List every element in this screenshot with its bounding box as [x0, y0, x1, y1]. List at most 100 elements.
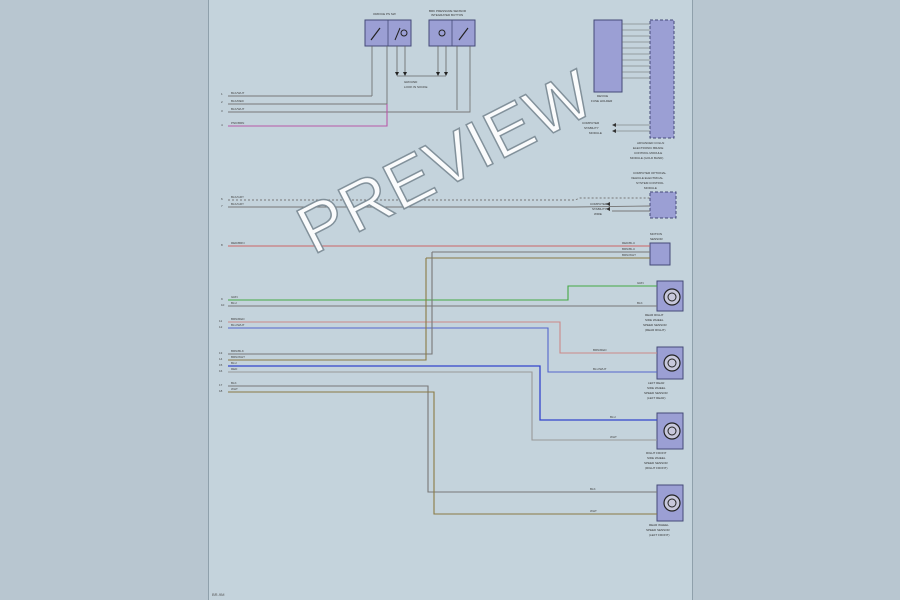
- top-right-switch-subtitle: INTEGRATED BUTTON: [431, 13, 464, 17]
- pin-number: 13: [219, 351, 223, 355]
- pin-number: 9: [221, 297, 223, 301]
- wire-label: BRN/WHT: [231, 355, 245, 359]
- pin-number: 18: [219, 389, 223, 393]
- wire-label: WHT: [231, 387, 238, 391]
- pin-number: 15: [219, 363, 223, 367]
- wire-label: RED/BRN: [231, 241, 245, 245]
- wire-label: BLK: [590, 487, 596, 491]
- wire-label: BLK: [231, 381, 237, 385]
- sensor-lf: [656, 484, 684, 522]
- motion-sensor-line2: SENSOR: [650, 237, 663, 241]
- right-connector-title: DEVICE: [597, 94, 609, 98]
- wire-label: BRN/RED: [231, 317, 245, 321]
- right-fuse-connector: [593, 19, 675, 139]
- pin-number: 7: [221, 204, 223, 208]
- wire-label: PNK/BRN: [231, 121, 245, 125]
- sensor-rr: [656, 280, 684, 312]
- sensor-lf-line1: REAR WHEEL: [649, 523, 669, 527]
- wire-label: BLU: [231, 361, 237, 365]
- sensor-lf-line3: (LEFT FRONT): [649, 533, 670, 537]
- trailer-module-line3: SYSTEM CONTROL: [636, 181, 664, 185]
- wire-label: GRN: [637, 281, 644, 285]
- sensor-lr-line4: (LEFT REAR): [647, 396, 666, 400]
- wire-label: BLK: [637, 301, 643, 305]
- right-module-line2: ELECTRONIC BRAKE: [633, 146, 664, 150]
- wire-label: BLK/WHT: [231, 107, 245, 111]
- wire-label: BLU/WHT: [231, 323, 245, 327]
- pin-number: 6: [221, 197, 223, 201]
- pin-number: 10: [221, 303, 225, 307]
- sheet-number: BR-9M: [212, 592, 225, 597]
- sensor-rf: [656, 412, 684, 450]
- sensor-rr-line4: (REAR RIGHT): [645, 328, 666, 332]
- wire-label: WHT: [590, 509, 597, 513]
- wire-label: BLU: [610, 415, 616, 419]
- sensor-rf-line1: RIGHT FRONT: [646, 451, 667, 455]
- motion-sensor-wires: [228, 245, 650, 259]
- right-note-line3: MODULE: [589, 131, 602, 135]
- motion-sensor: [649, 242, 671, 266]
- right-note-line1: COMPUTER: [582, 121, 600, 125]
- pin-number: 1: [221, 92, 223, 96]
- right-module-line4: MODULE (GOLD BAND): [630, 156, 664, 160]
- sensor-rf-line4: (RIGHT FRONT): [645, 466, 668, 470]
- pin-number: 2: [221, 100, 223, 104]
- connector-arrows: [606, 123, 616, 211]
- pin-number: 16: [219, 369, 223, 373]
- sensor-rr-line2: SIDE WHEEL: [645, 318, 664, 322]
- sensor-lr: [656, 346, 684, 380]
- sensor-lr-line1: LEFT REAR: [648, 381, 665, 385]
- wire-label: WHT: [610, 435, 617, 439]
- trailer-module: [649, 191, 677, 219]
- right-note-line2: STABILITY: [584, 126, 599, 130]
- trailer-module-line2: VEHICLE ELECTRICAL: [631, 176, 664, 180]
- top-left-switch-title: ORIFICE PS SW: [373, 12, 396, 16]
- right-module-line1: ADVANCED COLLN: [637, 141, 665, 145]
- top-switch-drop-wires: [371, 46, 471, 110]
- pin-number: 8: [221, 243, 223, 247]
- trailer-wires: [228, 197, 651, 212]
- right-connector-subtitle: FUSE HOLDER: [591, 99, 613, 103]
- pin-number: 3: [221, 109, 223, 113]
- wheel-sensor-wires: [228, 252, 657, 515]
- wire-label: GRN: [231, 295, 238, 299]
- pin-number: 14: [219, 357, 223, 361]
- pin-number: 12: [219, 325, 223, 329]
- wire-label: RED/BLU: [622, 241, 636, 245]
- ground-note-line1: GROUND: [404, 80, 418, 84]
- trailer-note-line2: STABILITY: [592, 207, 607, 211]
- wire-label: BLK/RED: [231, 99, 244, 103]
- wire-label: BRN/RED: [593, 348, 607, 352]
- pin-number: 11: [219, 319, 223, 323]
- sensor-rf-line3: SPEED SENSOR: [644, 461, 668, 465]
- wire-label: BLU: [231, 301, 237, 305]
- sensor-lr-line3: SPEED SENSOR: [644, 391, 668, 395]
- wheel-sensors: [656, 280, 684, 522]
- wire-label: BRN/BLU: [622, 247, 636, 251]
- trailer-note-line1: COMPUTER: [590, 202, 608, 206]
- trailer-module-line4: MODULE: [644, 186, 657, 190]
- ground-note-line2: LOOK IN SOCKE: [404, 85, 428, 89]
- trailer-module-line1: COMPUTER OPTIONAL: [633, 171, 667, 175]
- top-left-switch-component: [364, 19, 412, 47]
- top-left-wires: [228, 95, 471, 127]
- sensor-rr-line1: REAR RIGHT: [645, 313, 664, 317]
- motion-sensor-line1: MOTION: [650, 232, 662, 236]
- wire-label: BLK/GRY: [231, 195, 244, 199]
- wire-label: BRN/BLK: [231, 349, 244, 353]
- sensor-rr-line3: SPEED SENSOR: [643, 323, 667, 327]
- right-module-line3: CONTROL MODULE: [634, 151, 663, 155]
- trailer-note-line3: WIRE: [594, 212, 602, 216]
- ground-arrows: [395, 72, 448, 76]
- pin-number: 17: [219, 383, 223, 387]
- top-right-switch-component: [428, 19, 476, 47]
- sensor-rf-line2: SIDE WHEEL: [647, 456, 666, 460]
- pin-number: 4: [221, 123, 223, 127]
- top-right-switch-title: BRK PRESSURE SENSOR: [429, 9, 467, 13]
- sensor-lf-line2: SPEED SENSOR: [646, 528, 670, 532]
- wire-label: BRN/WHT: [622, 253, 636, 257]
- wire-label: RED: [231, 367, 238, 371]
- wire-label: BLU/WHT: [593, 367, 607, 371]
- wire-label: BLK/GRY: [231, 202, 244, 206]
